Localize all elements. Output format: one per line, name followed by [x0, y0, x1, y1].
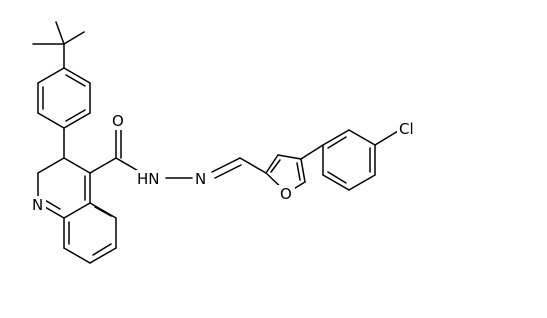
atom-label-o: O [112, 112, 124, 130]
bond [214, 164, 242, 179]
bond [115, 157, 141, 173]
atom-label-n: N [195, 170, 206, 188]
bond [89, 157, 117, 174]
bond [348, 174, 376, 191]
bond [211, 157, 241, 173]
bond-inner [92, 243, 112, 256]
bond-inner [327, 171, 347, 184]
bond [63, 157, 91, 174]
bond [322, 129, 350, 146]
bond [239, 157, 267, 174]
atom-label-n: N [32, 196, 43, 214]
bond-inner [327, 136, 347, 149]
bond-inner [65, 109, 86, 122]
bond [265, 154, 279, 174]
atom-label-hn: HN [137, 170, 160, 188]
atom-labels: N HN N O O Cl [30, 112, 421, 214]
bond [37, 67, 65, 84]
bond [89, 247, 117, 264]
bond-inner [94, 206, 112, 217]
atom-label-cl: Cl [399, 120, 414, 138]
bond [89, 202, 117, 219]
bond-inner [65, 74, 86, 87]
bond [348, 129, 376, 146]
bond [374, 130, 399, 146]
bond [37, 112, 65, 129]
bond [63, 112, 91, 129]
bonds [32, 21, 399, 264]
bond-inner [296, 162, 301, 181]
bond-inner [270, 159, 281, 173]
bond [322, 174, 350, 191]
bond [37, 157, 65, 174]
bond [63, 31, 85, 45]
bond [300, 158, 306, 183]
atom-label-o: O [280, 185, 292, 203]
bond [55, 21, 65, 45]
bond [300, 144, 324, 160]
bond [63, 67, 91, 84]
bond [63, 202, 91, 219]
bond [277, 154, 302, 160]
bond [63, 247, 91, 264]
